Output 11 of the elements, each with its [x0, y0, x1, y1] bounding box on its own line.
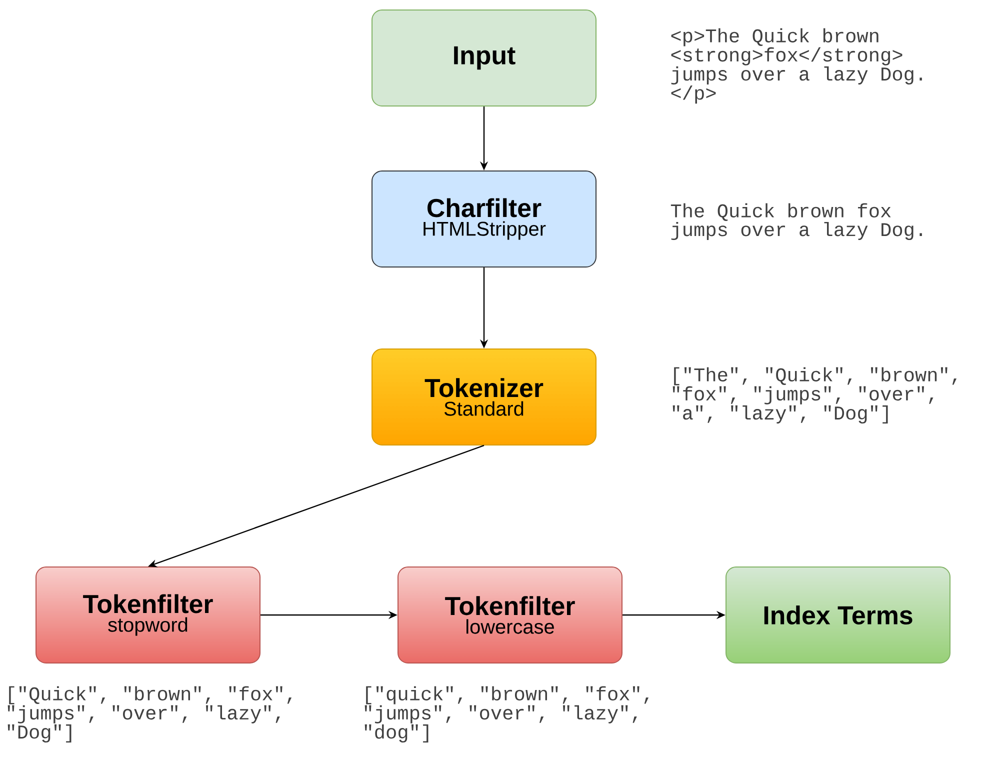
- process-box: Charfilter HTMLStripper: [372, 170, 596, 268]
- sample-text: The Quick brown fox jumps over a lazy Dog.: [670, 203, 922, 240]
- process-box: Tokenfilter stopword: [36, 566, 260, 664]
- process-box: Index Terms: [726, 566, 950, 664]
- sample-text: ["quick", "brown", "fox", "jumps", "over", "lazy", "dog"]: [364, 686, 649, 742]
- sample-text: ["The", "Quick", "brown", "fox", "jumps", "over", "a", "lazy", "Dog"]: [672, 367, 957, 424]
- process-box: Input: [372, 10, 596, 106]
- sample-text: ["Quick", "brown", "fox", "jumps", "over", "lazy", "Dog"]: [8, 686, 292, 742]
- process-box: Tokenfilter lowercase: [398, 566, 622, 664]
- process-box: Tokenizer Standard: [372, 348, 596, 446]
- sample-text: <p>The Quick brown <strong>fox</strong> jumps over a lazy Dog. </p>: [671, 28, 922, 104]
